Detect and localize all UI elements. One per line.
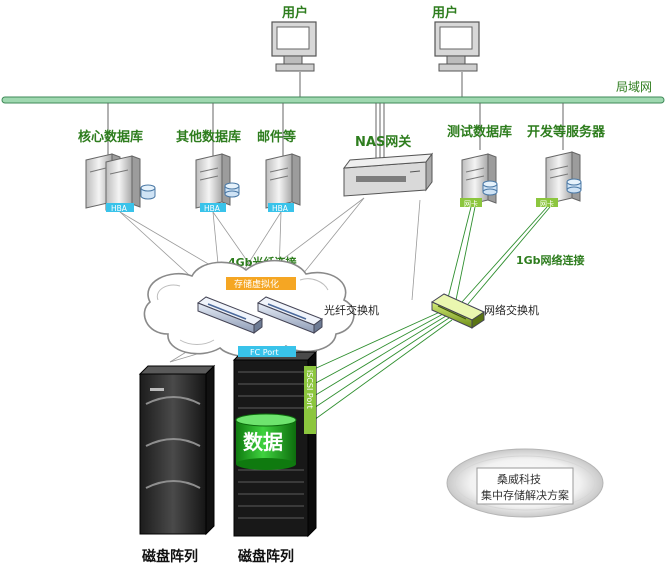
- hba-card: HBA: [268, 203, 294, 213]
- dev-server-icon: [545, 151, 582, 205]
- user-label: 用户: [281, 5, 308, 21]
- other-db-server-icon: [195, 153, 240, 209]
- other-db-label: 其他数据库: [176, 129, 241, 145]
- svg-text:HBA: HBA: [204, 204, 221, 213]
- disk-array-label: 磁盘阵列: [142, 548, 198, 565]
- company-badge: [446, 448, 604, 518]
- fc-switch-icon: [256, 296, 324, 334]
- lan-label: 局域网: [616, 80, 652, 94]
- core-db-server-icon: [85, 153, 156, 211]
- nas-gateway-icon: [342, 152, 434, 197]
- gbe-link-label: 1Gb网络连接: [516, 253, 585, 267]
- nas-label: NAS网关: [355, 134, 411, 150]
- nic-card: 网卡: [460, 198, 482, 208]
- data-label: 数据: [243, 430, 283, 454]
- san-cloud: [143, 259, 355, 358]
- iscsi-port-tag: iSCSI Port: [304, 366, 316, 434]
- svg-text:网卡: 网卡: [464, 199, 478, 208]
- disk-array-left-icon: [138, 364, 216, 536]
- nic-card: 网卡: [536, 198, 558, 208]
- nas-gbe-link: [411, 199, 421, 301]
- lan-bus: [1, 96, 665, 104]
- cloud-shading: [156, 278, 329, 345]
- user-pc-icon: [271, 21, 317, 72]
- test-db-label: 测试数据库: [447, 124, 512, 140]
- svg-text:HBA: HBA: [272, 204, 289, 213]
- disk-array-label: 磁盘阵列: [238, 548, 294, 565]
- mail-label: 邮件等: [257, 129, 296, 145]
- company-solution: 集中存储解决方案: [481, 488, 569, 502]
- hba-card: HBA: [106, 203, 134, 213]
- gbe-links: [311, 206, 551, 421]
- company-name: 桑威科技: [497, 472, 541, 486]
- data-cylinder: [235, 413, 297, 470]
- mail-server-icon: [265, 153, 301, 209]
- svg-text:存储虚拟化: 存储虚拟化: [234, 278, 279, 290]
- virtualization-tag: 存储虚拟化: [226, 277, 296, 290]
- hba-card: HBA: [200, 203, 226, 213]
- network-switch-label: 网络交换机: [484, 303, 539, 317]
- svg-text:HBA: HBA: [111, 204, 128, 213]
- test-db-server-icon: [461, 153, 498, 207]
- lan-drops: [107, 103, 564, 160]
- user-pc-icon: [434, 21, 480, 72]
- network-switch-icon: [430, 293, 486, 329]
- svg-text:FC Port: FC Port: [250, 348, 279, 357]
- fc-switch-icon: [196, 296, 264, 334]
- fc-port-tag: FC Port: [238, 346, 296, 357]
- svg-text:网卡: 网卡: [540, 199, 554, 208]
- svg-text:iSCSI Port: iSCSI Port: [305, 370, 314, 409]
- dev-server-label: 开发等服务器: [527, 124, 606, 140]
- core-db-label: 核心数据库: [78, 129, 143, 145]
- user-label: 用户: [431, 5, 458, 21]
- fc-switch-label: 光纤交换机: [324, 303, 379, 317]
